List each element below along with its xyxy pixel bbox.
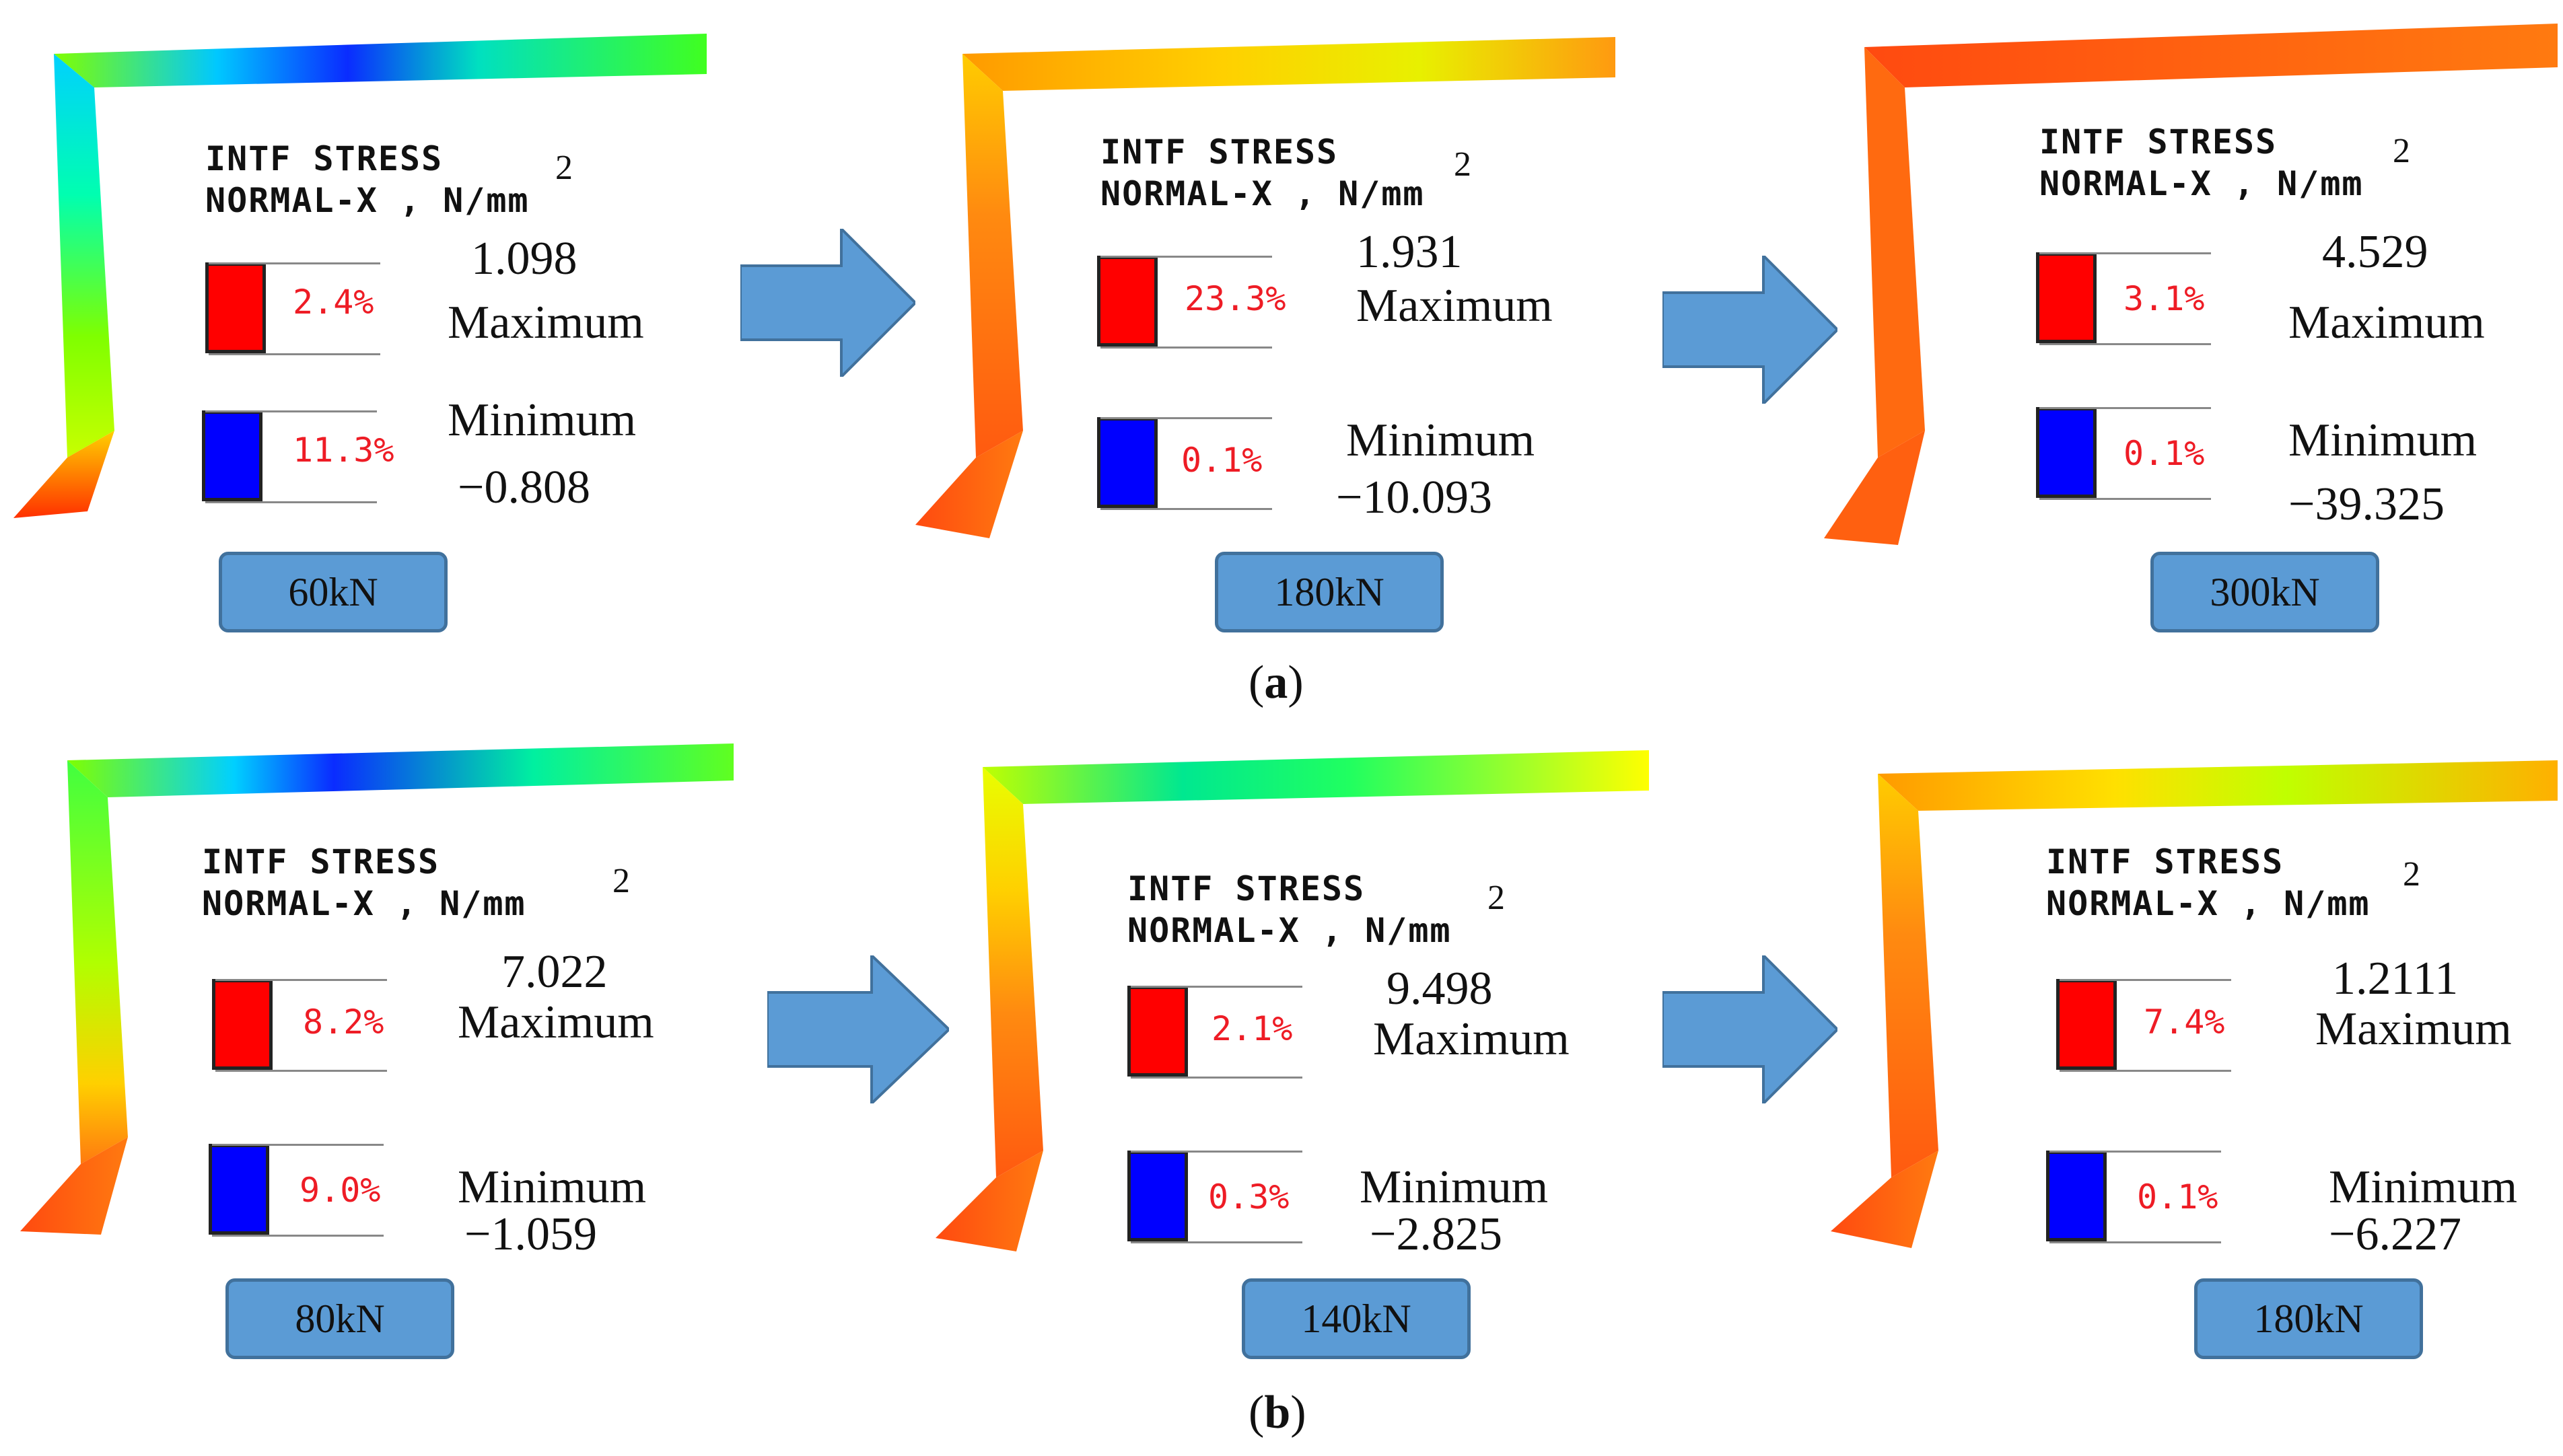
max-value: 1.2111: [2332, 953, 2459, 1005]
min-label: Minimum: [1360, 1161, 1549, 1213]
max-value: 9.498: [1386, 963, 1493, 1015]
max-percent: 8.2%: [303, 1003, 384, 1042]
min-label: Minimum: [2329, 1161, 2518, 1213]
max-percent: 3.1%: [2123, 279, 2205, 318]
title-line1: INTF STRESS: [2039, 122, 2278, 161]
max-percent: 2.1%: [1212, 1009, 1293, 1048]
max-label: Maximum: [1356, 280, 1553, 332]
title-line1: INTF STRESS: [2046, 842, 2284, 881]
min-value: −39.325: [2288, 478, 2445, 530]
min-color-box: [209, 1144, 269, 1235]
max-label: Maximum: [2288, 297, 2485, 349]
panel-a-60kn: INTF STRESS NORMAL-X , N/mm 2 2.4% 1.098…: [13, 27, 808, 632]
title-line1: INTF STRESS: [205, 139, 444, 178]
min-value: −0.808: [458, 462, 590, 513]
min-color-box: [1127, 1151, 1188, 1241]
min-label: Minimum: [2288, 414, 2478, 466]
min-percent: 0.1%: [2137, 1177, 2218, 1216]
title-line1: INTF STRESS: [1127, 869, 1366, 908]
unit-superscript: 2: [1454, 145, 1471, 184]
stress-contour-beam: [20, 743, 734, 1235]
title-line2: NORMAL-X , N/mm: [1100, 174, 1425, 213]
max-label: Maximum: [448, 297, 644, 349]
min-percent: 9.0%: [300, 1171, 381, 1210]
load-button[interactable]: 180kN: [2194, 1278, 2423, 1359]
unit-superscript: 2: [1487, 879, 1505, 917]
unit-superscript: 2: [555, 149, 573, 187]
stress-contour-beam: [936, 750, 1649, 1251]
max-color-box: [1127, 986, 1188, 1077]
unit-superscript: 2: [2403, 855, 2420, 894]
unit-superscript: 2: [2393, 132, 2410, 170]
max-color-box: [2056, 979, 2117, 1070]
panel-a-300kn: INTF STRESS NORMAL-X , N/mm 2 3.1% 4.529…: [1824, 13, 2563, 632]
min-percent: 0.3%: [1208, 1177, 1290, 1216]
max-value: 1.098: [471, 233, 577, 285]
min-label: Minimum: [448, 394, 637, 446]
min-value: −1.059: [464, 1208, 597, 1260]
min-label: Minimum: [458, 1161, 647, 1213]
load-button[interactable]: 140kN: [1242, 1278, 1471, 1359]
arrow-right-icon: [1662, 256, 1837, 404]
max-percent: 2.4%: [293, 283, 374, 322]
caption-a: (a): [1249, 657, 1304, 708]
caption-b: (b): [1249, 1387, 1306, 1439]
min-color-box: [202, 410, 262, 501]
title-line2: NORMAL-X , N/mm: [2039, 164, 2364, 203]
arrow-right-icon: [740, 229, 915, 377]
title-line1: INTF STRESS: [1100, 133, 1339, 172]
max-percent: 7.4%: [2144, 1003, 2225, 1042]
max-value: 7.022: [501, 946, 608, 998]
max-percent: 23.3%: [1185, 279, 1286, 318]
stress-contour-beam: [1831, 760, 2558, 1248]
max-label: Maximum: [458, 996, 654, 1048]
max-value: 1.931: [1356, 226, 1463, 278]
title-line2: NORMAL-X , N/mm: [205, 181, 530, 220]
min-percent: 0.1%: [2123, 434, 2205, 473]
min-color-box: [1097, 417, 1158, 508]
stress-contour-beam: [1824, 24, 2558, 545]
min-value: −6.227: [2329, 1208, 2461, 1260]
max-color-box: [205, 262, 266, 353]
max-color-box: [2036, 252, 2097, 343]
title-line2: NORMAL-X , N/mm: [1127, 911, 1452, 950]
panel-b-180kn: INTF STRESS NORMAL-X , N/mm 2 7.4% 1.211…: [1831, 747, 2563, 1359]
load-button[interactable]: 180kN: [1215, 552, 1444, 632]
stress-contour-beam: [915, 37, 1615, 538]
title-line2: NORMAL-X , N/mm: [2046, 884, 2371, 923]
unit-superscript: 2: [612, 862, 630, 900]
max-label: Maximum: [1373, 1013, 1570, 1065]
min-color-box: [2036, 407, 2097, 498]
max-label: Maximum: [2315, 1003, 2512, 1055]
min-value: −10.093: [1336, 472, 1492, 523]
load-button[interactable]: 300kN: [2150, 552, 2379, 632]
panel-b-140kn: INTF STRESS NORMAL-X , N/mm 2 2.1% 9.498…: [936, 740, 1730, 1359]
arrow-right-icon: [1662, 955, 1837, 1103]
title-line2: NORMAL-X , N/mm: [202, 884, 526, 923]
min-percent: 11.3%: [293, 431, 394, 470]
min-value: −2.825: [1370, 1208, 1502, 1260]
panel-a-180kn: INTF STRESS NORMAL-X , N/mm 2 23.3% 1.93…: [915, 27, 1710, 632]
stress-contour-beam: [13, 34, 707, 518]
max-color-box: [1097, 256, 1158, 347]
min-label: Minimum: [1346, 414, 1535, 466]
title-line1: INTF STRESS: [202, 842, 440, 881]
max-value: 4.529: [2322, 226, 2428, 278]
min-percent: 0.1%: [1181, 441, 1263, 480]
max-color-box: [212, 979, 273, 1070]
min-color-box: [2046, 1151, 2107, 1241]
load-button[interactable]: 60kN: [219, 552, 448, 632]
panel-b-80kn: INTF STRESS NORMAL-X , N/mm 2 8.2% 7.022…: [20, 733, 814, 1359]
load-button[interactable]: 80kN: [225, 1278, 454, 1359]
arrow-right-icon: [767, 955, 949, 1103]
